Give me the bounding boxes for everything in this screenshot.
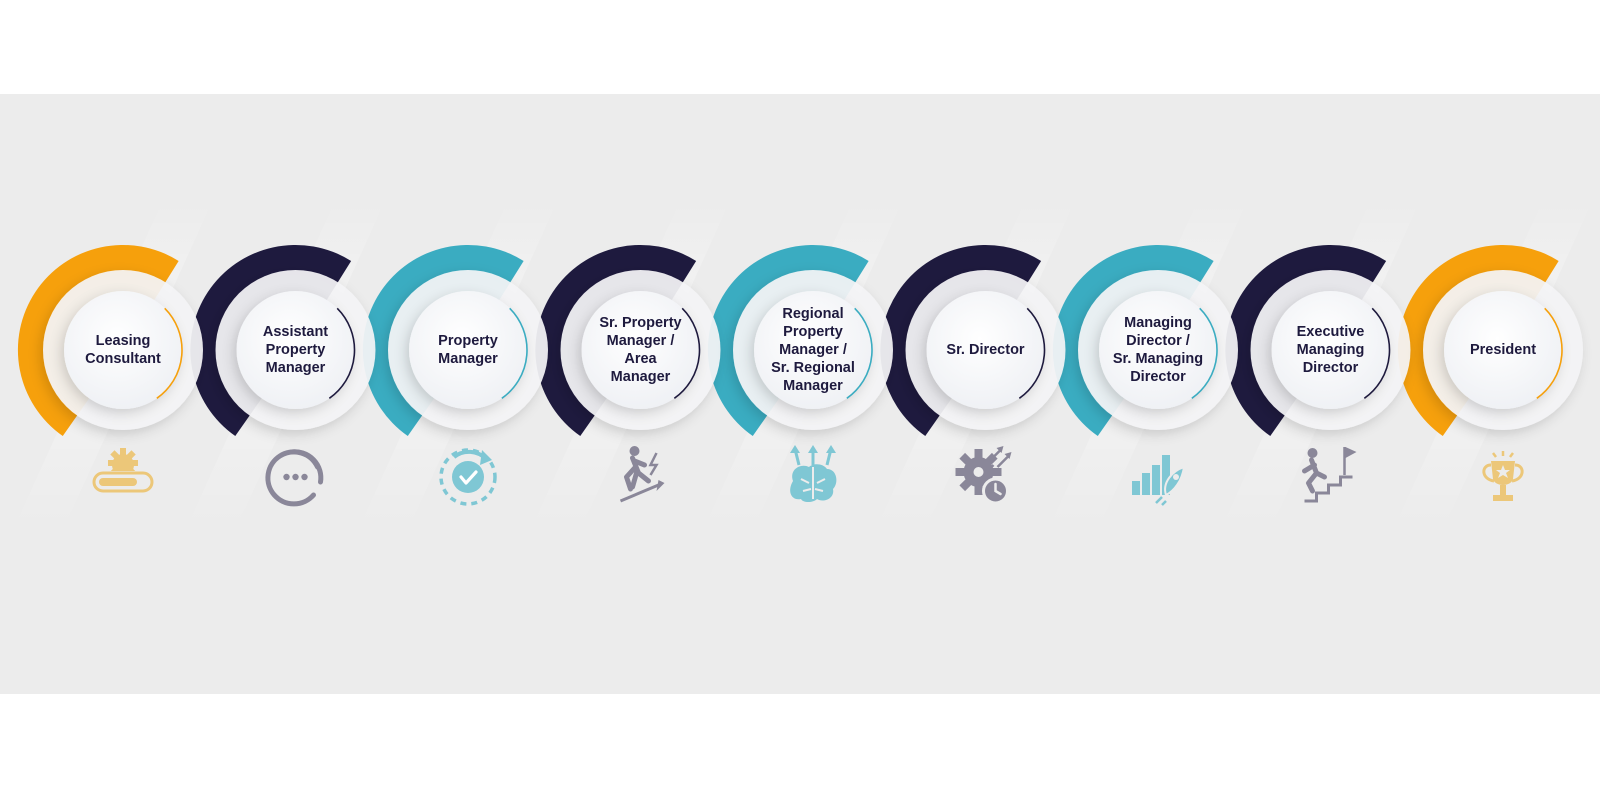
inner-accent <box>846 307 873 399</box>
inner-accent <box>1363 307 1391 399</box>
inner-accent <box>673 307 701 399</box>
inner-accent <box>1191 307 1218 399</box>
inner-accent <box>156 307 183 399</box>
trophy-icon <box>1482 451 1524 501</box>
inner-disc <box>926 291 1045 409</box>
inner-disc <box>581 291 700 409</box>
gear-progress-icon <box>91 448 155 495</box>
inner-disc <box>236 291 355 409</box>
step-node-3 <box>388 270 548 430</box>
inner-disc <box>1444 291 1562 409</box>
step-node-2 <box>215 270 376 430</box>
climbing-person-icon <box>619 446 665 503</box>
chart-rocket-icon <box>1132 455 1186 506</box>
inner-accent <box>1536 307 1563 399</box>
step-node-1 <box>43 270 203 430</box>
step-node-5 <box>733 270 893 430</box>
inner-accent <box>501 307 528 399</box>
brain-growth-icon <box>790 445 837 502</box>
step-node-9 <box>1423 270 1583 430</box>
inner-disc <box>64 291 182 409</box>
inner-accent <box>1018 307 1046 399</box>
refresh-check-icon <box>439 448 497 506</box>
step-node-4 <box>560 270 721 430</box>
inner-disc <box>1271 291 1390 409</box>
inner-disc <box>1099 291 1217 409</box>
inner-accent <box>328 307 356 399</box>
inner-disc <box>409 291 527 409</box>
step-node-7 <box>1078 270 1238 430</box>
step-node-6 <box>905 270 1066 430</box>
step-node-8 <box>1250 270 1411 430</box>
gear-clock-icon <box>955 446 1012 505</box>
stairs-flag-icon <box>1302 447 1357 503</box>
loading-dots-icon <box>265 449 324 507</box>
inner-disc <box>754 291 872 409</box>
